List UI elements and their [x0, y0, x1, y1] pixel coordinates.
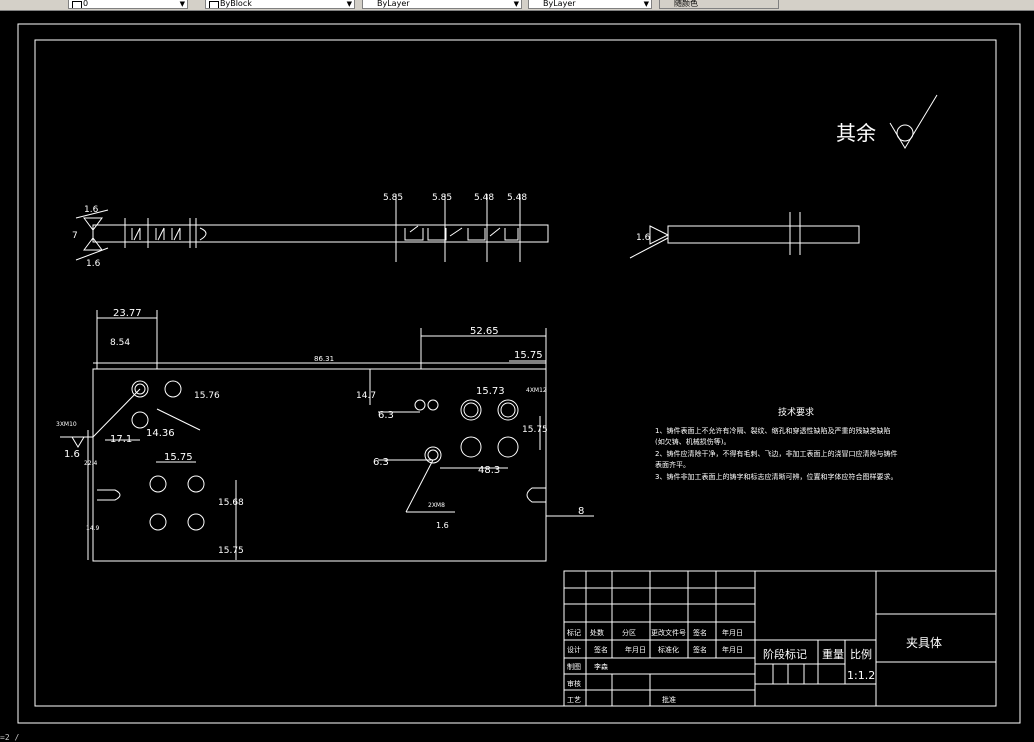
dim-front-d7: 17.1 — [110, 434, 132, 445]
color-combo[interactable]: ByBlock ▼ — [205, 0, 355, 9]
dim-front-d14: 15.73 — [476, 386, 505, 397]
layer-color-swatch — [72, 1, 82, 8]
tb-design: 设计 — [567, 645, 581, 654]
tb-standard: 标准化 — [658, 645, 679, 654]
drawing-canvas[interactable]: 其余 1.6 7 1.6 5.85 5.85 5.48 5.48 1.6 23.… — [0, 11, 1034, 735]
command-line[interactable]: =2 / — [0, 733, 20, 742]
chevron-down-icon: ▼ — [346, 0, 352, 8]
lineweight-combo[interactable]: ByLayer ▼ — [528, 0, 652, 9]
top-view — [75, 194, 549, 262]
dim-side-1: 1.6 — [636, 233, 651, 243]
thread-note-1: 3XM10 — [56, 421, 77, 428]
layer-combo[interactable]: 0 ▼ — [68, 0, 188, 9]
dim-front-d8: 14.36 — [146, 428, 175, 439]
tb-date-b: 年月日 — [625, 645, 646, 654]
tech-req-line-4: 表面齐平。 — [655, 460, 690, 469]
roughness-note: 其余 — [836, 121, 876, 145]
roughness-value-1: 1.6 — [64, 449, 80, 460]
tb-process: 工艺 — [567, 696, 581, 704]
linetype-combo[interactable]: ByLayer ▼ — [362, 0, 522, 9]
dim-top-1: 1.6 — [84, 205, 99, 215]
lineweight-combo-value: ByLayer — [543, 0, 576, 8]
front-view — [60, 310, 594, 562]
tb-mark: 标记 — [567, 628, 581, 637]
tech-req-line-2: (如欠铸、机械损伤等)。 — [655, 437, 730, 446]
outer-frame — [17, 23, 1021, 724]
roughness-value-2: 1.6 — [436, 521, 449, 530]
properties-toolbar: 0 ▼ ByBlock ▼ ByLayer ▼ ByLayer ▼ 随颜色 — [0, 0, 1034, 11]
chevron-down-icon: ▼ — [643, 0, 649, 8]
dim-front-d10: 15.68 — [218, 498, 244, 508]
tb-date-a: 年月日 — [722, 628, 743, 637]
side-view — [629, 212, 860, 259]
drawing-svg: 其余 1.6 7 1.6 5.85 5.85 5.48 5.48 1.6 23.… — [17, 23, 1021, 724]
layer-combo-value: 0 — [83, 0, 89, 8]
tb-approve: 批准 — [662, 695, 676, 704]
tb-change-doc: 更改文件号 — [651, 628, 686, 637]
tb-drawer: 李森 — [594, 662, 608, 671]
dim-front-d17: 48.3 — [478, 465, 500, 476]
dim-top-5: 5.85 — [432, 193, 452, 203]
plotstyle-combo-value: 随颜色 — [674, 0, 698, 8]
plotstyle-combo[interactable]: 随颜色 — [659, 0, 779, 9]
dim-front-d18: 8 — [578, 506, 584, 517]
linetype-combo-value: ByLayer — [377, 0, 410, 8]
thread-note-2: 4XM12 — [526, 387, 547, 394]
tb-weight: 重量 — [822, 647, 844, 661]
inner-frame — [34, 39, 997, 707]
title-block — [563, 570, 997, 707]
dim-front-d15: 15.75 — [522, 425, 548, 435]
dim-front-d6: 15.76 — [194, 391, 220, 401]
tb-sign-a: 签名 — [693, 628, 707, 637]
dim-top-6: 5.48 — [474, 193, 494, 203]
chevron-down-icon: ▼ — [179, 0, 185, 8]
dim-front-d12: 14.7 — [356, 391, 376, 401]
dim-top-4: 5.85 — [383, 193, 403, 203]
dim-front-left-2: 14.9 — [86, 525, 100, 532]
dim-top-3: 1.6 — [86, 259, 101, 269]
dim-front-left-1: 22.4 — [84, 460, 98, 467]
tb-drawn: 制图 — [567, 662, 581, 671]
dim-front-d9: 15.75 — [164, 452, 193, 463]
tech-req-title: 技术要求 — [778, 406, 814, 418]
tb-scale: 1:1.2 — [847, 669, 875, 682]
dim-front-d13: 6.3 — [378, 410, 394, 421]
tb-sign-c: 签名 — [693, 645, 707, 654]
color-combo-value: ByBlock — [220, 0, 252, 8]
tb-check: 审核 — [567, 679, 581, 688]
roughness-symbol-other — [889, 94, 938, 149]
tech-req-line-5: 3、铸件非加工表面上的铸字和标志应清晰可辨，位置和字体应符合图样要求。 — [655, 472, 897, 481]
dim-front-d3: 86.31 — [314, 355, 334, 363]
tb-date-c: 年月日 — [722, 645, 743, 654]
chevron-down-icon: ▼ — [513, 0, 519, 8]
tb-stage: 阶段标记 — [763, 647, 807, 661]
dim-front-d16: 6.3 — [373, 457, 389, 468]
status-bar — [0, 735, 1034, 742]
dim-front-d4: 52.65 — [470, 326, 499, 337]
tech-req-line-1: 1、铸件表面上不允许有冷隔、裂纹、缩孔和穿透性缺陷及严重的残缺类缺陷 — [655, 426, 890, 435]
color-swatch — [209, 1, 219, 8]
dim-front-d1: 23.77 — [113, 308, 142, 319]
dim-top-7: 5.48 — [507, 193, 527, 203]
thread-note-3: 2XM8 — [428, 502, 445, 509]
tb-zone: 分区 — [622, 628, 636, 637]
dim-front-d2: 8.54 — [110, 338, 130, 348]
dim-front-d5: 15.75 — [514, 350, 543, 361]
tb-scale-label: 比例 — [850, 647, 872, 661]
tb-sign-b: 签名 — [594, 645, 608, 654]
dim-front-d11: 15.75 — [218, 546, 244, 556]
tech-req-line-3: 2、铸件应清除干净，不得有毛刺、飞边，非加工表面上的浇冒口应清除与铸件 — [655, 449, 897, 458]
tb-part-name: 夹具体 — [906, 636, 942, 650]
dim-top-2: 7 — [72, 231, 78, 241]
tb-count: 处数 — [590, 628, 604, 637]
